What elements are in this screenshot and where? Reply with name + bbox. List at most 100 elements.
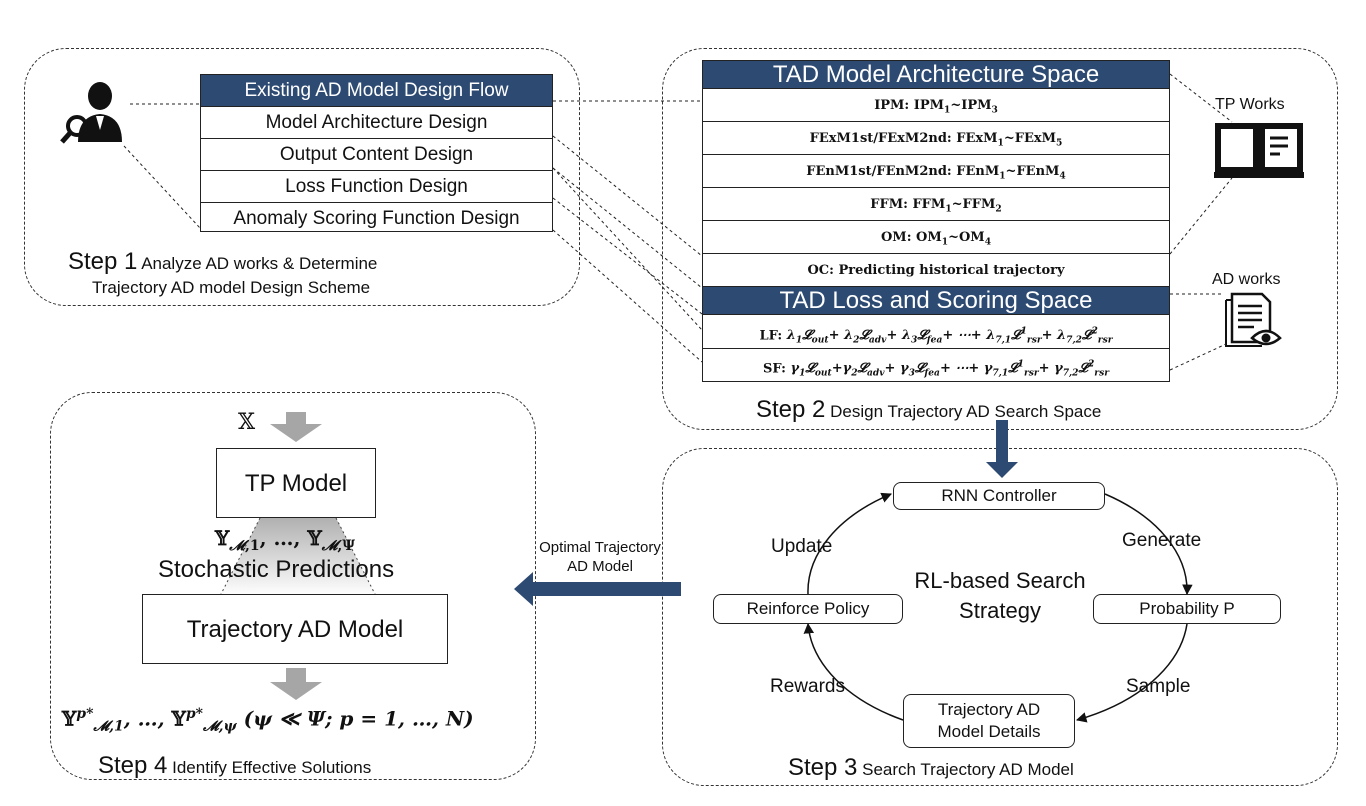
predictions-formula: 𝕐𝓜,1, …, 𝕐𝓜,Ψ <box>215 526 356 554</box>
om-mid: ~OM <box>948 230 985 245</box>
design-flow-row: Anomaly Scoring Function Design <box>233 208 520 229</box>
generate-label: Generate <box>1122 530 1202 551</box>
om-sub1: 1 <box>941 236 949 248</box>
cycle-arrow-sample <box>1075 623 1188 723</box>
analyst-user-icon <box>60 82 122 144</box>
ipm-sub2: 3 <box>991 104 998 116</box>
loss-space-header: TAD Loss and Scoring Space <box>703 287 1169 315</box>
ipm-mid: ~IPM <box>950 98 992 113</box>
fexm-label: FExM1st/FExM2nd: FExM <box>809 131 998 146</box>
connector-line <box>1169 177 1233 255</box>
space-row-fexm: FExM1st/FExM2nd: FExM1~FExM5 <box>703 122 1169 155</box>
design-flow-header: Existing AD Model Design Flow <box>201 75 552 107</box>
step1-panel <box>24 48 580 306</box>
sample-label: Sample <box>1126 676 1191 697</box>
space-row-sf: SF: γ1𝓛out+γ2𝓛adv+ γ3𝓛fea+ ⋯+ γ7,1𝓛1rsr+… <box>703 349 1169 381</box>
update-label: Update <box>771 536 833 557</box>
step2-title: Step 2 Design Trajectory AD Search Space <box>756 396 1101 424</box>
projection-shade <box>220 518 377 597</box>
space-row-fenm: FEnM1st/FEnM2nd: FEnM1~FEnM4 <box>703 155 1169 188</box>
cycle-arrow-update <box>807 492 892 595</box>
step2-to-step3-arrow <box>986 420 1018 478</box>
ffm-label: FFM: FFM <box>870 197 946 212</box>
reinforce-policy-box: Reinforce Policy <box>713 594 903 624</box>
connector-line <box>552 167 703 331</box>
model-details-line1: Trajectory AD <box>937 700 1041 719</box>
fexm-sub1: 1 <box>997 137 1004 149</box>
design-flow-row: Model Architecture Design <box>201 107 552 139</box>
space-row-ipm: IPM: IPM1~IPM3 <box>703 89 1169 122</box>
space-row-ffm: FFM: FFM1~FFM2 <box>703 188 1169 221</box>
rl-strategy-line2: Strategy <box>959 598 1041 623</box>
step4-title: Step 4 Identify Effective Solutions <box>98 752 371 780</box>
connector-line <box>123 145 201 229</box>
fenm-mid: ~FEnM <box>1005 164 1060 179</box>
step3-title: Step 3 Search Trajectory AD Model <box>788 754 1074 782</box>
cycle-arrow-generate <box>1104 493 1193 596</box>
fexm-sub2: 5 <box>1056 137 1063 149</box>
tp-works-label: TP Works <box>1215 96 1285 113</box>
optimal-model-line2: AD Model <box>567 558 633 575</box>
search-space-table: TAD Model Architecture Space IPM: IPM1~I… <box>702 60 1170 382</box>
space-row-oc: OC: Predicting historical trajectory <box>703 254 1169 287</box>
ipm-label: IPM: IPM <box>874 98 945 113</box>
lf-formula: λ1𝓛out+ λ2𝓛adv+ λ3𝓛fea+ ⋯+ λ7,1𝓛1rsr+ λ7… <box>786 326 1113 346</box>
connector-line <box>552 229 703 363</box>
connector-line <box>552 167 703 289</box>
om-sub2: 4 <box>984 236 992 248</box>
space-row-om: OM: OM1~OM4 <box>703 221 1169 254</box>
fenm-sub2: 4 <box>1059 170 1066 182</box>
step2-title-text: Design Trajectory AD Search Space <box>830 402 1102 421</box>
step3-title-text: Search Trajectory AD Model <box>862 760 1074 779</box>
cycle-arrow-rewards <box>803 622 904 721</box>
open-book-icon <box>1214 123 1304 178</box>
design-flow-row: Output Content Design <box>201 139 552 171</box>
step3-number: Step 3 <box>788 754 858 781</box>
ad-works-label: AD works <box>1212 271 1281 288</box>
design-flow-row: Loss Function Design <box>201 171 552 203</box>
input-symbol: 𝕏 <box>238 410 256 435</box>
rl-strategy-label: RL-based Search Strategy <box>885 566 1115 626</box>
step1-title: Step 1 Analyze AD works & Determine <box>68 248 377 276</box>
sf-formula: γ1𝓛out+γ2𝓛adv+ γ3𝓛fea+ ⋯+ γ7,1𝓛1rsr+ γ7,… <box>790 359 1109 379</box>
connector-line <box>1169 73 1233 123</box>
om-label: OM: OM <box>880 230 942 245</box>
probability-box: Probability P <box>1093 594 1281 624</box>
tp-model-box: TP Model <box>216 448 376 518</box>
step2-number: Step 2 <box>756 396 826 423</box>
effective-solutions-formula: 𝕐p*𝓜,1, …, 𝕐p*𝓜,ψ (ψ ≪ Ψ; p = 1, …, N) <box>62 706 474 735</box>
connector-line <box>552 197 703 315</box>
connector-line <box>552 135 703 257</box>
ipm-sub1: 1 <box>944 104 951 116</box>
design-flow-table: Existing AD Model Design Flow Model Arch… <box>200 74 553 232</box>
model-details-line2: Model Details <box>937 722 1041 741</box>
ffm-sub1: 1 <box>945 203 952 215</box>
optimal-model-line1: Optimal Trajectory <box>539 539 661 556</box>
rl-strategy-line1: RL-based Search <box>914 568 1086 593</box>
fenm-label: FEnM1st/FEnM2nd: FEnM <box>806 164 1000 179</box>
rnn-controller-box: RNN Controller <box>893 482 1105 510</box>
step1-title-line2: Trajectory AD model Design Scheme <box>92 278 371 297</box>
step4-title-text: Identify Effective Solutions <box>172 758 372 777</box>
arch-space-header: TAD Model Architecture Space <box>703 61 1169 89</box>
document-eye-icon <box>1225 292 1282 347</box>
step3-to-step4-arrow <box>514 572 681 606</box>
trajectory-ad-model-box: Trajectory AD Model <box>142 594 448 664</box>
step1-title-line1: Analyze AD works & Determine <box>141 254 378 273</box>
ffm-sub2: 2 <box>995 203 1002 215</box>
input-arrow <box>270 412 322 442</box>
model-details-box: Trajectory AD Model Details <box>903 694 1075 748</box>
fenm-sub1: 1 <box>999 170 1006 182</box>
sf-label: SF: <box>762 361 786 377</box>
step4-number: Step 4 <box>98 752 168 779</box>
lf-label: LF: <box>759 328 783 344</box>
fexm-mid: ~FExM <box>1003 131 1057 146</box>
rewards-label: Rewards <box>770 676 845 697</box>
space-row-lf: LF: λ1𝓛out+ λ2𝓛adv+ λ3𝓛fea+ ⋯+ λ7,1𝓛1rsr… <box>703 315 1169 349</box>
connector-line <box>1169 343 1227 371</box>
ffm-mid: ~FFM <box>951 197 996 212</box>
optimal-model-label: Optimal Trajectory AD Model <box>510 538 690 576</box>
output-arrow <box>270 668 322 700</box>
stochastic-predictions-label: Stochastic Predictions <box>158 556 395 583</box>
